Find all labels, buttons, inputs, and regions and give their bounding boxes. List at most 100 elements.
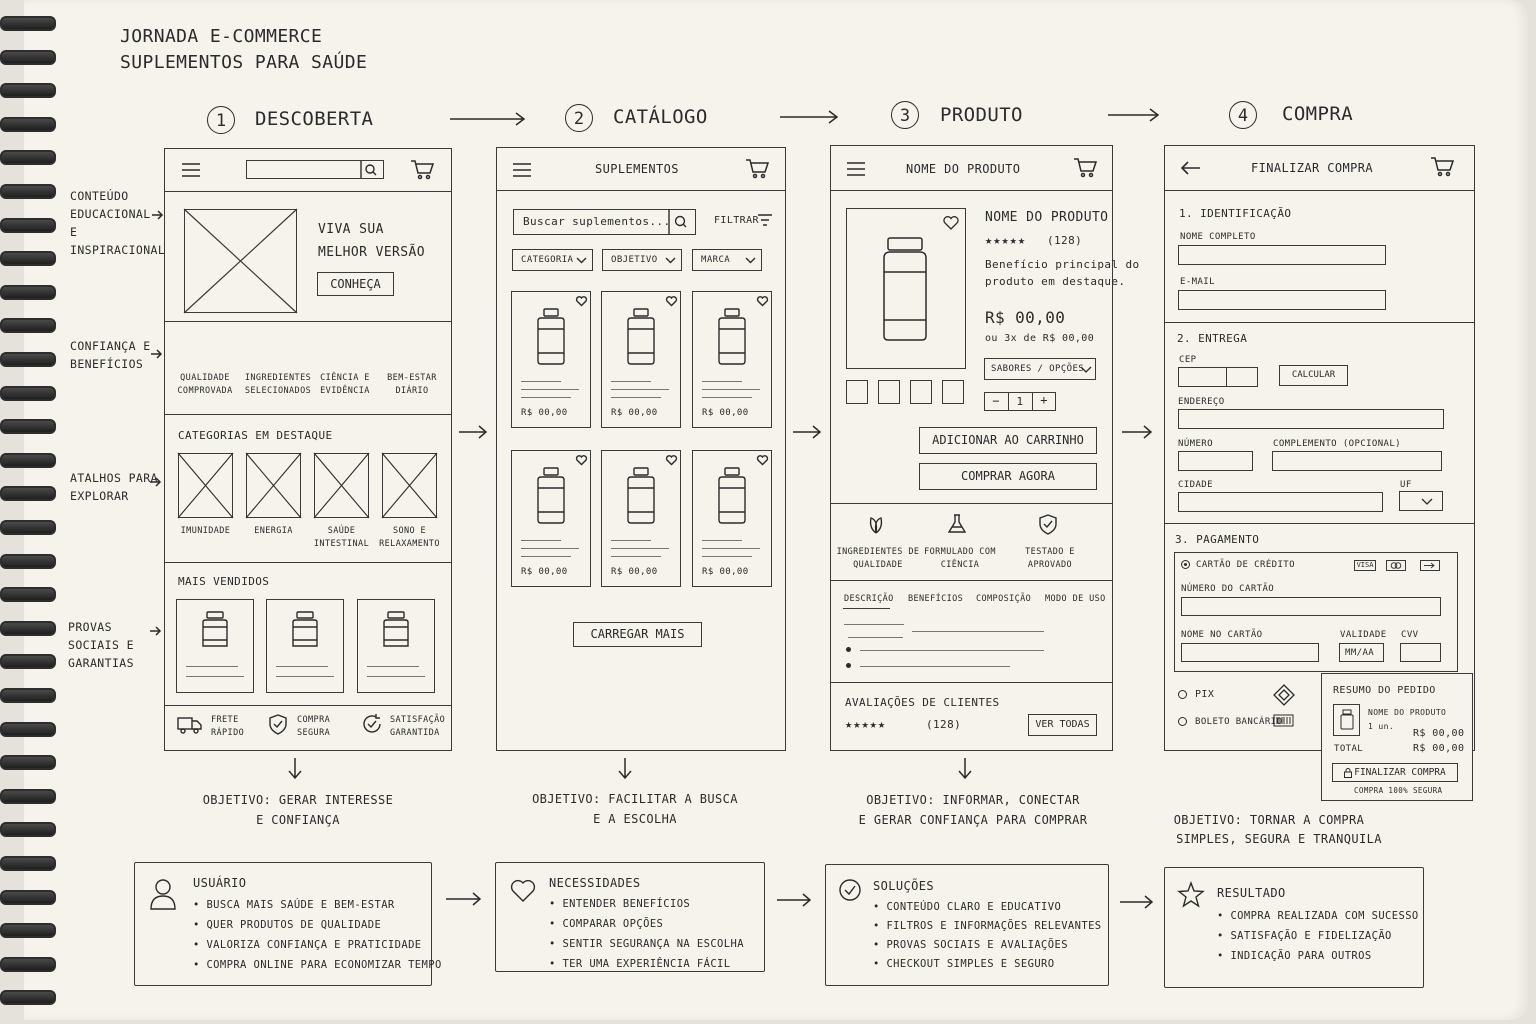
city-field[interactable]: [1178, 492, 1383, 512]
filter-dropdown-label: Objetivo: [611, 255, 658, 265]
number-field[interactable]: [1178, 451, 1253, 471]
favorite-heart-icon[interactable]: [943, 216, 959, 230]
validity-field[interactable]: MM/AA: [1339, 643, 1384, 662]
menu-icon[interactable]: [182, 163, 202, 177]
finish-order-button[interactable]: Finalizar compra: [1332, 763, 1458, 782]
product-tab[interactable]: Composição: [976, 594, 1032, 604]
product-card[interactable]: [511, 450, 591, 587]
product-thumbnail[interactable]: [878, 380, 900, 404]
step-4-number: 4: [1229, 101, 1257, 129]
screen-discovery: [164, 148, 452, 751]
flask-icon: M7 1H13 M8 1V8L2 18H18L12 8V1 M5 13H15: [335, 339, 355, 361]
total-value: R$ 00,00: [1413, 743, 1465, 754]
card-name-label: Nome no cartão: [1181, 630, 1263, 640]
card-title: Usuário: [193, 876, 247, 890]
menu-icon[interactable]: [513, 163, 533, 177]
product-card[interactable]: [692, 450, 772, 587]
shield-check-icon: [1039, 514, 1057, 535]
bestseller-card[interactable]: [357, 599, 435, 693]
product-card[interactable]: [692, 291, 772, 428]
boleto-radio[interactable]: [1178, 717, 1187, 726]
supplement-jar-icon: [627, 467, 655, 524]
card-number-field[interactable]: [1181, 597, 1441, 616]
filter-dropdown-label: Categoria: [521, 255, 574, 265]
spiral-ring: [0, 990, 56, 1006]
user-icon: [150, 879, 176, 910]
complement-field[interactable]: [1272, 451, 1442, 471]
mastercard-icon: [1386, 560, 1406, 571]
checkout-title: Finalizar compra: [1251, 161, 1373, 175]
spiral-ring: [0, 620, 56, 636]
product-tab[interactable]: Modo de uso: [1045, 594, 1106, 604]
persona-card-resultado: [1164, 867, 1424, 988]
chevron-down-icon: [576, 257, 587, 264]
product-thumbnail[interactable]: [846, 380, 868, 404]
cvv-field[interactable]: [1400, 643, 1441, 662]
category-image-placeholder[interactable]: [381, 452, 438, 519]
full-name-field[interactable]: [1178, 245, 1386, 265]
menu-icon[interactable]: [847, 162, 867, 176]
product-tab[interactable]: Benefícios: [908, 594, 964, 604]
satisfaction-check-icon: [363, 714, 381, 733]
add-to-cart-button[interactable]: Adicionar ao carrinho: [919, 427, 1097, 454]
catalog-title: Suplementos: [595, 162, 679, 176]
buy-now-button[interactable]: Comprar agora: [919, 463, 1097, 490]
catalog-search-input[interactable]: Buscar suplementos...: [513, 209, 696, 235]
pix-radio[interactable]: [1178, 690, 1187, 699]
cep-field[interactable]: [1178, 367, 1258, 387]
search-input[interactable]: [246, 160, 384, 179]
header-line2: Suplementos para Saúde: [120, 52, 368, 73]
product-thumbnail[interactable]: [942, 380, 964, 404]
product-tab[interactable]: Descrição: [844, 594, 894, 604]
address-field[interactable]: [1178, 409, 1444, 429]
barcode-icon: [1273, 714, 1294, 727]
calculate-shipping-button[interactable]: Calcular: [1279, 365, 1348, 386]
load-more-button[interactable]: Carregar mais: [573, 622, 702, 647]
search-placeholder: Buscar suplementos...: [523, 215, 671, 228]
card-bullet-item: • Quer produtos de qualidade: [193, 919, 382, 931]
quantity-stepper[interactable]: [984, 392, 1056, 411]
spiral-ring: [0, 755, 56, 771]
product-image-frame: [846, 208, 966, 369]
cart-icon[interactable]: [411, 160, 435, 180]
spiral-ring: [0, 284, 56, 300]
search-icon[interactable]: [360, 161, 379, 178]
search-icon[interactable]: [668, 209, 687, 235]
card-name-field[interactable]: [1181, 643, 1319, 662]
product-feature-label: Formulado com ciência: [924, 547, 996, 570]
product-card[interactable]: [601, 291, 681, 428]
back-arrow-icon[interactable]: [1180, 161, 1201, 175]
product-card[interactable]: [511, 291, 591, 428]
quantity-minus-button[interactable]: −: [992, 394, 1000, 408]
filter-dropdown-categoria[interactable]: Categoria: [512, 249, 593, 271]
card-bullet-item: • Compra realizada com sucesso: [1217, 910, 1419, 922]
cart-icon[interactable]: [1431, 157, 1455, 177]
filter-dropdown-objetivo[interactable]: Objetivo: [602, 249, 682, 271]
see-all-reviews-button[interactable]: Ver todas: [1028, 714, 1097, 736]
uf-select[interactable]: [1399, 491, 1443, 511]
cart-icon[interactable]: [1074, 158, 1098, 178]
credit-card-radio[interactable]: [1181, 560, 1190, 569]
cart-icon[interactable]: [746, 159, 770, 179]
city-label: Cidade: [1178, 480, 1213, 490]
product-thumbnail[interactable]: [910, 380, 932, 404]
bestseller-card[interactable]: [266, 599, 344, 693]
step-1-label: Descoberta: [255, 108, 374, 130]
quantity-plus-button[interactable]: +: [1040, 393, 1048, 407]
category-image-placeholder[interactable]: [245, 452, 302, 519]
category-image-placeholder[interactable]: [177, 452, 234, 519]
filter-label[interactable]: Filtrar: [714, 215, 759, 226]
chevron-down-icon: [1421, 498, 1433, 505]
objective-3-line2: e gerar confiança para comprar: [858, 813, 1088, 827]
category-image-placeholder[interactable]: [313, 452, 370, 519]
email-field[interactable]: [1178, 290, 1386, 310]
pix-label: Pix: [1195, 689, 1215, 700]
product-card[interactable]: [601, 450, 681, 587]
validity-placeholder: MM/AA: [1345, 648, 1375, 658]
flavor-select[interactable]: Sabores / opções: [984, 358, 1096, 380]
step-1-number: 1: [207, 106, 235, 134]
filter-icon[interactable]: [758, 213, 772, 227]
bestseller-card[interactable]: [176, 599, 254, 693]
filter-dropdown-marca[interactable]: Marca: [692, 249, 762, 271]
hero-cta-button[interactable]: Conheça: [317, 272, 394, 296]
